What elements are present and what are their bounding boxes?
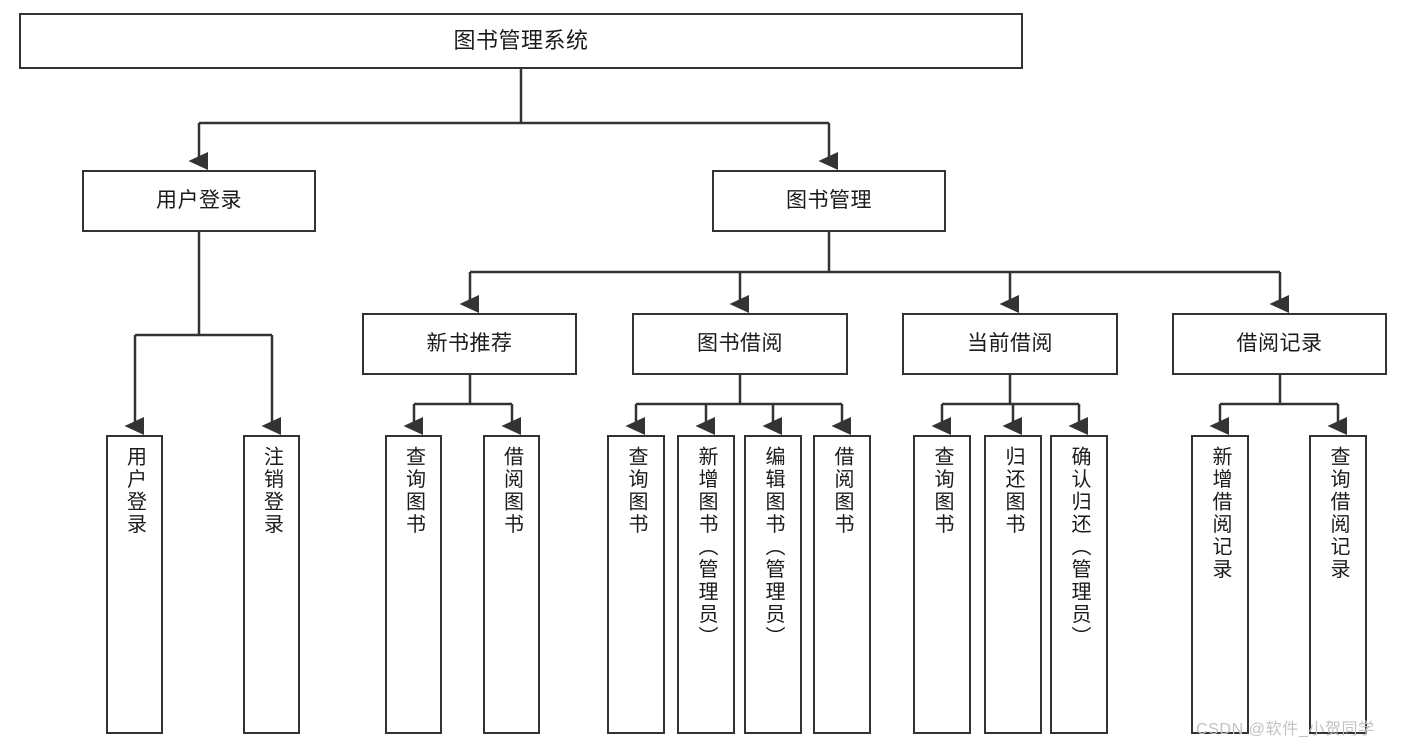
node-leaf-query-book-2-label: 查询图书 xyxy=(625,446,647,536)
node-leaf-query-book-2: 查询图书 xyxy=(607,435,665,734)
node-leaf-query-record: 查询借阅记录 xyxy=(1309,435,1367,734)
node-book-borrow-label: 图书借阅 xyxy=(697,331,783,355)
node-leaf-return-book: 归还图书 xyxy=(984,435,1042,734)
node-leaf-logout-label: 注销登录 xyxy=(260,446,283,536)
node-current-borrow-label: 当前借阅 xyxy=(967,331,1053,355)
node-leaf-confirm-return-label: 确认归还（管理员） xyxy=(1068,446,1090,649)
node-leaf-user-login-label: 用户登录 xyxy=(123,446,146,536)
node-leaf-add-record-label: 新增借阅记录 xyxy=(1209,446,1231,581)
node-book-manage-label: 图书管理 xyxy=(786,188,872,212)
node-leaf-borrow-book-1: 借阅图书 xyxy=(483,435,540,734)
node-user-login-label: 用户登录 xyxy=(156,188,242,212)
node-leaf-confirm-return: 确认归还（管理员） xyxy=(1050,435,1108,734)
node-leaf-add-record: 新增借阅记录 xyxy=(1191,435,1249,734)
node-borrow-record-label: 借阅记录 xyxy=(1236,331,1323,355)
node-root-system: 图书管理系统 xyxy=(19,13,1023,69)
node-current-borrow: 当前借阅 xyxy=(902,313,1118,375)
node-leaf-query-record-label: 查询借阅记录 xyxy=(1327,446,1349,581)
node-book-borrow: 图书借阅 xyxy=(632,313,848,375)
node-leaf-user-login: 用户登录 xyxy=(106,435,163,734)
node-leaf-borrow-book-1-label: 借阅图书 xyxy=(500,446,523,536)
watermark-text: CSDN @软件_小贺同学 xyxy=(1196,721,1375,738)
node-leaf-return-book-label: 归还图书 xyxy=(1002,446,1024,536)
node-leaf-add-book: 新增图书（管理员） xyxy=(677,435,735,734)
node-user-login: 用户登录 xyxy=(82,170,316,232)
node-root-system-label: 图书管理系统 xyxy=(453,28,589,54)
node-leaf-edit-book: 编辑图书（管理员） xyxy=(744,435,802,734)
node-leaf-borrow-book-2: 借阅图书 xyxy=(813,435,871,734)
node-leaf-add-book-label: 新增图书（管理员） xyxy=(695,446,717,649)
node-leaf-borrow-book-2-label: 借阅图书 xyxy=(831,446,853,536)
node-book-manage: 图书管理 xyxy=(712,170,946,232)
node-new-book-recommend: 新书推荐 xyxy=(362,313,577,375)
node-leaf-query-book-1: 查询图书 xyxy=(385,435,442,734)
node-leaf-logout: 注销登录 xyxy=(243,435,300,734)
node-new-book-recommend-label: 新书推荐 xyxy=(426,331,513,355)
node-leaf-query-book-3-label: 查询图书 xyxy=(931,446,953,536)
node-leaf-edit-book-label: 编辑图书（管理员） xyxy=(762,446,784,649)
node-leaf-query-book-1-label: 查询图书 xyxy=(402,446,425,536)
node-leaf-query-book-3: 查询图书 xyxy=(913,435,971,734)
node-borrow-record: 借阅记录 xyxy=(1172,313,1387,375)
